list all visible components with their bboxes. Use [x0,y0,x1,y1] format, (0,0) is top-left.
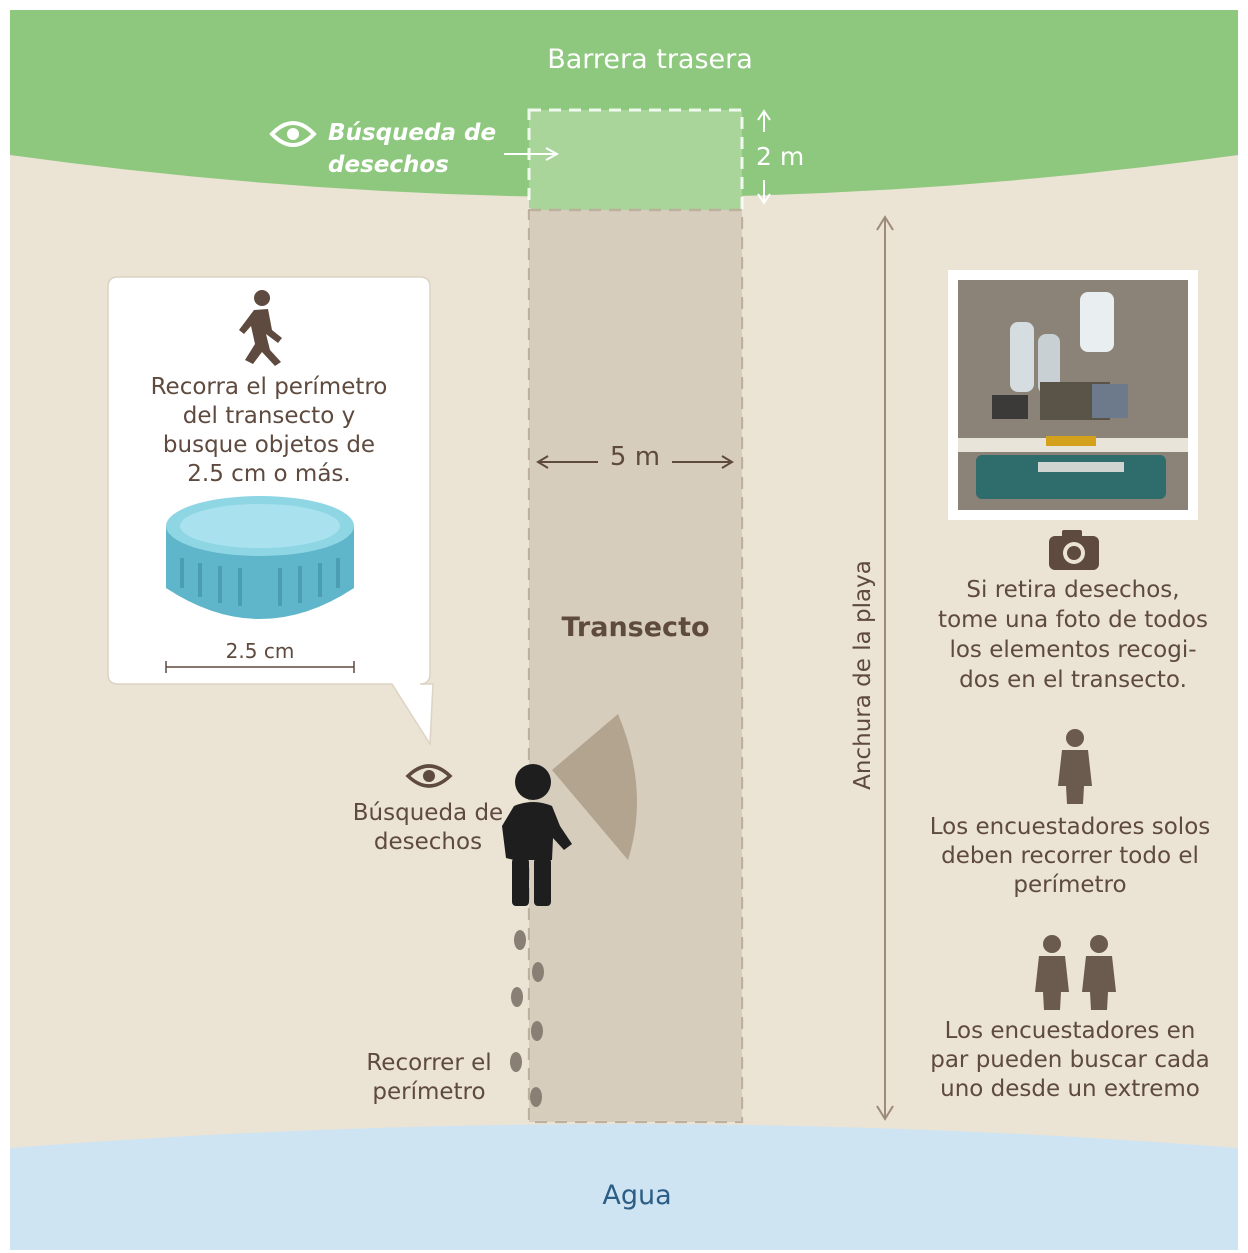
water-band [10,1124,1238,1250]
debris-search-top-label-line1: Búsqueda de [328,120,497,146]
five-m-arrow [536,455,734,469]
callout-text-line4: 2.5 cm o más. [187,461,351,487]
cap-dimension-line [165,661,355,673]
pair-note-line1: Los encuestadores en [944,1018,1196,1044]
walk-perimeter-label-line1: Recorrer el [366,1050,492,1076]
solo-note-line3: perímetro [1013,872,1127,898]
callout-text-line2: del transecto y [182,403,356,429]
beach-width-label: Anchura de la playa [850,560,876,790]
eye-icon [405,764,453,788]
eye-icon [269,121,317,147]
search-zone-top [529,110,742,210]
two-m-arrow [757,109,771,205]
surveyor-figure [502,764,572,906]
photo-note-line3: los elementos recogi- [949,637,1197,663]
callout-text-line3: busque objetos de [162,432,376,458]
cap-size-label: 2.5 cm [225,639,295,663]
view-cone [552,714,637,860]
beach-width-arrow [876,215,894,1121]
back-barrier-label: Barrera trasera [547,44,753,75]
transect-outline [527,208,744,1124]
callout-text-line1: Recorra el perímetro [150,374,388,400]
water-label: Agua [602,1180,672,1211]
transect-area [529,210,742,1122]
photo-note-line4: dos en el transecto. [959,667,1187,693]
debris-search-label-line1: Búsqueda de [352,800,504,826]
camera-icon [1049,530,1099,570]
bottle-cap-icon [166,496,354,619]
solo-note-line2: deben recorrer todo el [941,843,1199,869]
pair-note-line2: par pueden buscar cada [930,1047,1210,1073]
pair-note-line3: uno desde un extremo [940,1076,1200,1102]
two-persons-icon [1035,935,1116,1010]
debris-search-top-label-line2: desechos [328,152,449,178]
person-icon [1058,729,1092,804]
debris-photo [958,280,1188,510]
walking-person-icon [239,290,282,366]
solo-note-line1: Los encuestadores solos [929,814,1211,840]
transect-label: Transecto [561,612,710,643]
five-m-label: 5 m [609,442,661,472]
walk-perimeter-label-line2: perímetro [372,1079,486,1105]
debris-search-label-line2: desechos [373,829,483,855]
back-barrier-band [10,10,1238,198]
photo-note-line2: tome una foto de todos [938,607,1208,633]
search-pointer-arrow [504,147,560,161]
two-m-label: 2 m [756,142,805,171]
photo-note-line1: Si retira desechos, [966,577,1180,603]
footprint-icon [510,930,544,1107]
